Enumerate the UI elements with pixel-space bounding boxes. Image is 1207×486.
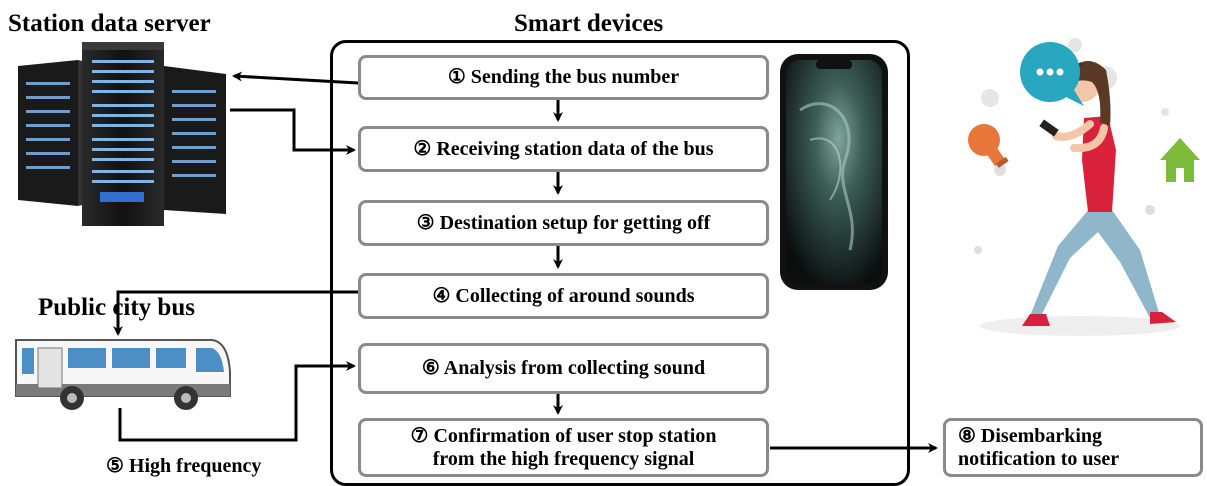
- step-7-label: ⑦ Confirmation of user stop station from…: [411, 425, 717, 471]
- step-7-box: ⑦ Confirmation of user stop station from…: [358, 418, 769, 477]
- step-4-box: ④ Collecting of around sounds: [358, 273, 769, 319]
- step-2-box: ② Receiving station data of the bus: [358, 126, 769, 172]
- step-3-label: ③ Destination setup for getting off: [416, 211, 711, 234]
- step-2-label: ② Receiving station data of the bus: [413, 137, 714, 160]
- arrow-server-to-device: [230, 108, 356, 155]
- bus-icon: [15, 339, 231, 410]
- step-3-box: ③ Destination setup for getting off: [358, 200, 769, 246]
- step-8-line-1: ⑧ Disembarking: [958, 424, 1103, 447]
- step-8-label: ⑧ Disembarking notification to user: [958, 425, 1119, 471]
- server-rack-icon: [18, 42, 226, 226]
- step-4-label: ④ Collecting of around sounds: [432, 284, 695, 307]
- arrow-bus-to-analysis: [118, 361, 356, 442]
- light-bulb-icon: [968, 124, 1009, 168]
- step-7-line-1: ⑦ Confirmation of user stop station: [410, 424, 717, 447]
- step-1-label: ① Sending the bus number: [447, 66, 680, 88]
- step-8-box: ⑧ Disembarking notification to user: [943, 418, 1203, 477]
- step-1-box: ① Sending the bus number: [358, 55, 769, 100]
- step-8-line-2: notification to user: [958, 447, 1120, 470]
- step-6-label: ⑥ Analysis from collecting sound: [421, 357, 706, 379]
- bus-title: Public city bus: [38, 294, 195, 321]
- smartphone-icon: [780, 54, 888, 290]
- server-title: Station data server: [8, 10, 211, 37]
- arrow-device-to-bus: [113, 290, 358, 336]
- step-7-line-2: from the high frequency signal: [432, 447, 695, 470]
- house-icon: [1160, 138, 1200, 182]
- devices-title: Smart devices: [514, 10, 664, 37]
- chat-bubble-icon: [1020, 42, 1084, 106]
- arrow-to-server: [232, 71, 359, 85]
- step-6-box: ⑥ Analysis from collecting sound: [358, 343, 769, 394]
- step-5-label: ⑤ High frequency: [106, 455, 262, 477]
